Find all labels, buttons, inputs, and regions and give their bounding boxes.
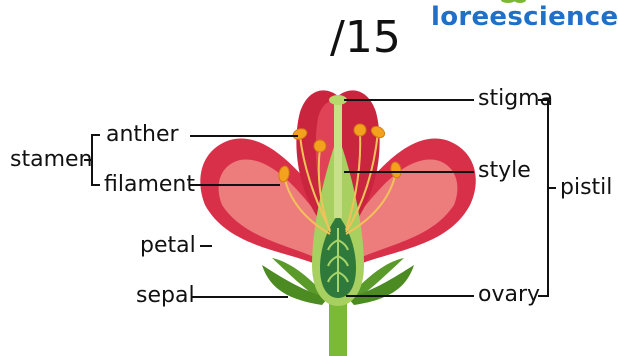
label-sepal: sepal <box>136 285 195 307</box>
pistil-bracket <box>538 100 556 296</box>
label-stamen: stamen <box>10 149 92 171</box>
stem <box>329 300 347 356</box>
label-pistil: pistil <box>560 177 612 199</box>
label-petal: petal <box>140 235 196 257</box>
brand-logo: loreescience <box>431 2 618 32</box>
label-style: style <box>478 160 531 182</box>
label-filament: filament <box>104 174 195 196</box>
style-shape <box>334 100 342 218</box>
label-ovary: ovary <box>478 284 540 306</box>
label-stigma: stigma <box>478 88 553 110</box>
label-anther: anther <box>106 124 179 146</box>
score-label: /15 <box>330 12 401 63</box>
